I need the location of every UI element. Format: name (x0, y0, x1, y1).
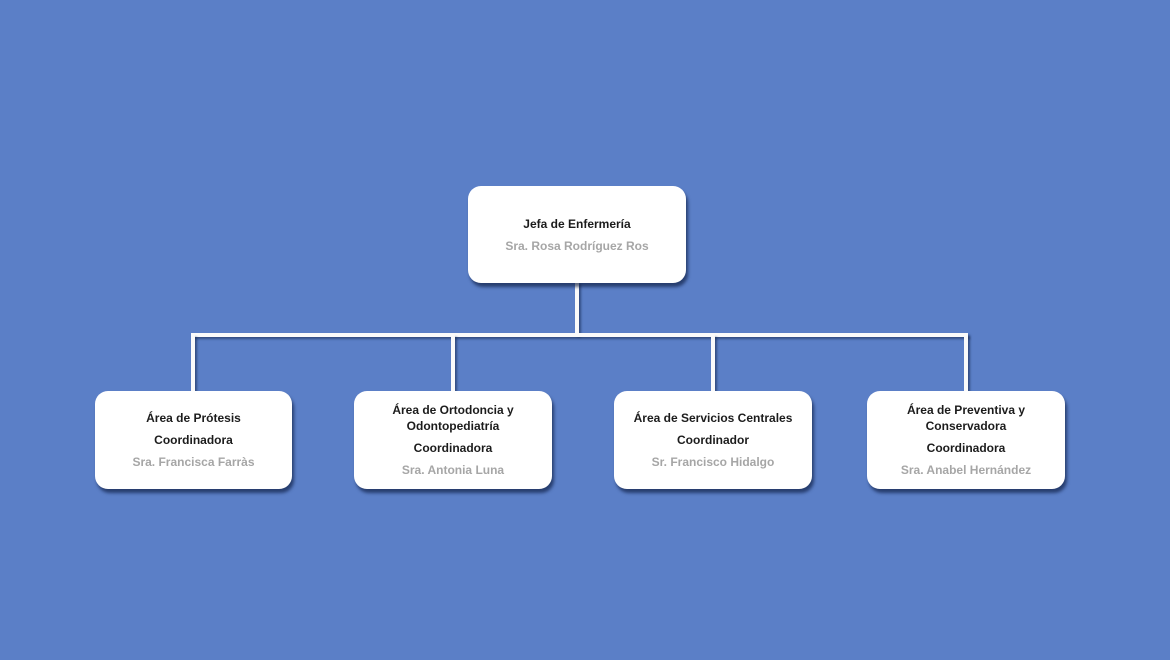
node-title: Jefa de Enfermería (523, 216, 631, 231)
org-node-area-servicios-centrales: Área de Servicios Centrales Coordinador … (614, 391, 812, 489)
connector-drop-preventiva (964, 335, 968, 392)
node-person: Sra. Anabel Hernández (900, 463, 1032, 477)
org-node-area-ortodoncia: Área de Ortodoncia y Odontopediatría Coo… (354, 391, 552, 489)
node-person: Sra. Antonia Luna (401, 463, 505, 477)
org-node-area-preventiva: Área de Preventiva y Conservadora Coordi… (867, 391, 1065, 489)
node-title: Área de Servicios Centrales (633, 411, 793, 425)
node-title: Área de Ortodoncia y Odontopediatría (392, 403, 514, 433)
node-role: Coordinadora (154, 433, 233, 447)
node-role: Coordinadora (413, 441, 493, 455)
node-role: Coordinadora (926, 441, 1006, 455)
node-title: Área de Prótesis (146, 411, 241, 425)
node-person: Sra. Francisca Farràs (132, 455, 255, 469)
connector-drop-protesis (191, 335, 195, 392)
node-title: Área de Preventiva y Conservadora (906, 403, 1026, 433)
connector-rail (191, 333, 968, 337)
node-person: Sr. Francisco Hidalgo (651, 455, 775, 469)
node-role: Coordinador (677, 433, 749, 447)
node-person: Sra. Rosa Rodríguez Ros (505, 238, 649, 253)
org-node-jefa-enfermeria: Jefa de Enfermería Sra. Rosa Rodríguez R… (468, 186, 686, 283)
connector-drop-ortodoncia (451, 335, 455, 392)
org-node-area-protesis: Área de Prótesis Coordinadora Sra. Franc… (95, 391, 292, 489)
connector-stem (575, 282, 579, 335)
connector-drop-servicios (711, 335, 715, 392)
